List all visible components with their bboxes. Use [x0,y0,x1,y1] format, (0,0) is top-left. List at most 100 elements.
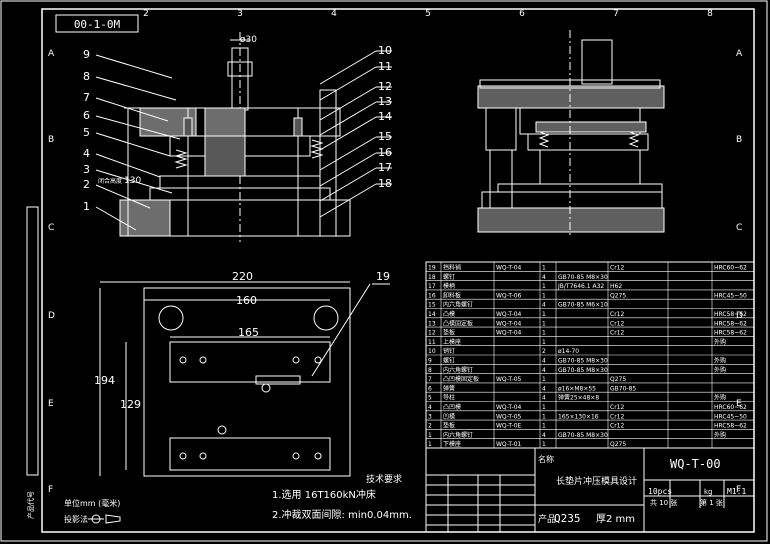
bom-cell: Cr12 [610,265,624,272]
bom-cell: 11 [428,339,436,346]
bom-cell: 模柄 [443,282,455,290]
bom-cell: 4 [428,404,432,411]
bom-cell: 1 [542,339,546,346]
leader-line [95,184,151,209]
grid-col-8: 8 [707,9,713,19]
side-view [477,30,665,236]
grid-col-7: 7 [613,9,619,19]
bom-cell: 12 [428,330,436,337]
material-label: 产品 [538,513,556,525]
bom-cell: 15 [428,302,436,309]
design-title: 长垫片冲压模具设计 [556,475,637,487]
bom-cell: Q275 [610,441,626,448]
bom-cell: WQ-T-01 [496,441,522,448]
material: Q235 [554,512,581,525]
bom-cell: 1 [542,423,546,430]
bom-cell: 1 [542,330,546,337]
bom-cell: WQ-T-04 [496,320,522,327]
bom-cell: HRC45~50 [714,292,747,299]
unit-note: 单位mm (毫米) [64,498,120,508]
bom-cell: WQ-T-04 [496,330,522,337]
bom-cell: H62 [610,283,622,290]
part-label-right: 14 [378,110,392,123]
bom-cell: HRC58~62 [714,320,747,327]
leader-line [319,152,377,187]
grid-row-right-B: B [736,135,742,145]
bom-cell: WQ-T-04 [496,404,522,411]
front-section-view [119,32,351,242]
bom-cell: 4 [542,358,546,365]
bom-cell: 1 [542,283,546,290]
leader-line [319,136,377,171]
part-label-left: 8 [83,70,90,83]
bom-cell: 外购 [714,366,726,374]
bom-cell: 2 [428,423,432,430]
bom-cell: 外购 [714,357,726,365]
drawing-number: WQ-T-00 [670,457,721,471]
bom-cell: 8 [428,367,432,374]
code-box-text: 00-1-0M [74,18,121,31]
bom-cell: 螺钉 [443,357,455,365]
part-label-left: 3 [83,163,90,176]
bom-cell: 9 [428,358,432,365]
bom-cell: 外购 [714,431,726,439]
bom-cell: 1 [542,376,546,383]
grid-row-A: A [48,49,55,59]
bom-cell: 凸模 [443,310,455,318]
dim-220: 220 [232,270,253,283]
dim-165: 165 [238,326,259,339]
part-label-left: 2 [83,178,90,191]
part-label-right: 16 [378,146,392,159]
bom-cell: GB70-85 M8×30 [558,274,608,281]
side-strip [26,206,39,476]
bom-cell: HRC60~62 [714,404,747,411]
dim-129: 129 [120,398,141,411]
bom-cell: 2 [542,348,546,355]
projection-symbol-icon [88,514,121,524]
grid-col-4: 4 [331,9,337,19]
dim-160: 160 [236,294,257,307]
leader-line [95,153,161,178]
grid-row-E: E [48,399,54,409]
sheet-total: 共 10 张 [650,498,677,507]
part-label-right: 17 [378,161,392,174]
grid-row-right-C: C [736,223,742,233]
grid-col-3: 3 [237,9,243,19]
tech-note-2: 2.冲裁双面间隙: min0.04mm. [272,508,412,521]
part-label-right: 10 [378,44,392,57]
leader-line [319,101,377,136]
grid-col-6: 6 [519,9,525,19]
part-label-right: 13 [378,95,392,108]
bom-cell: 3 [428,413,432,420]
bom-cell: 内六角螺钉 [443,431,473,439]
grid-col-5: 5 [425,9,431,19]
leader-line [319,86,377,121]
leader-line [95,97,169,122]
bom-cell: GB70-85 M6×10 [558,302,608,309]
bom-cell: 凸模固定板 [443,319,473,327]
bom-cell: 销钉 [443,347,455,355]
bom-cell: 上模座 [443,338,461,346]
bom-cell: GB70-85 [610,385,636,392]
bom-cell: GB70-85 M8×30 [558,358,608,365]
bom-cell: 外购 [714,394,726,402]
bom-cell: 5 [428,395,432,402]
bom-cell: WQ-T-04 [496,311,522,318]
bom-cell: 4 [542,302,546,309]
bom-cell: 弹簧 [443,384,455,392]
bom-cell: 1 [428,432,432,439]
bom-cell: Cr12 [610,330,624,337]
part-label-right: 15 [378,130,392,143]
part-label-left: 5 [83,126,90,139]
bom-cell: ø14-70 [558,348,579,355]
leader-line [95,115,181,140]
thickness: 厚2 mm [596,513,635,525]
dim-phi30: ø30 [240,35,257,45]
bom-cell: ø16×M8×55 [558,385,596,392]
projection-note: 投影法 [64,514,88,524]
grid-row-F: F [48,485,53,495]
